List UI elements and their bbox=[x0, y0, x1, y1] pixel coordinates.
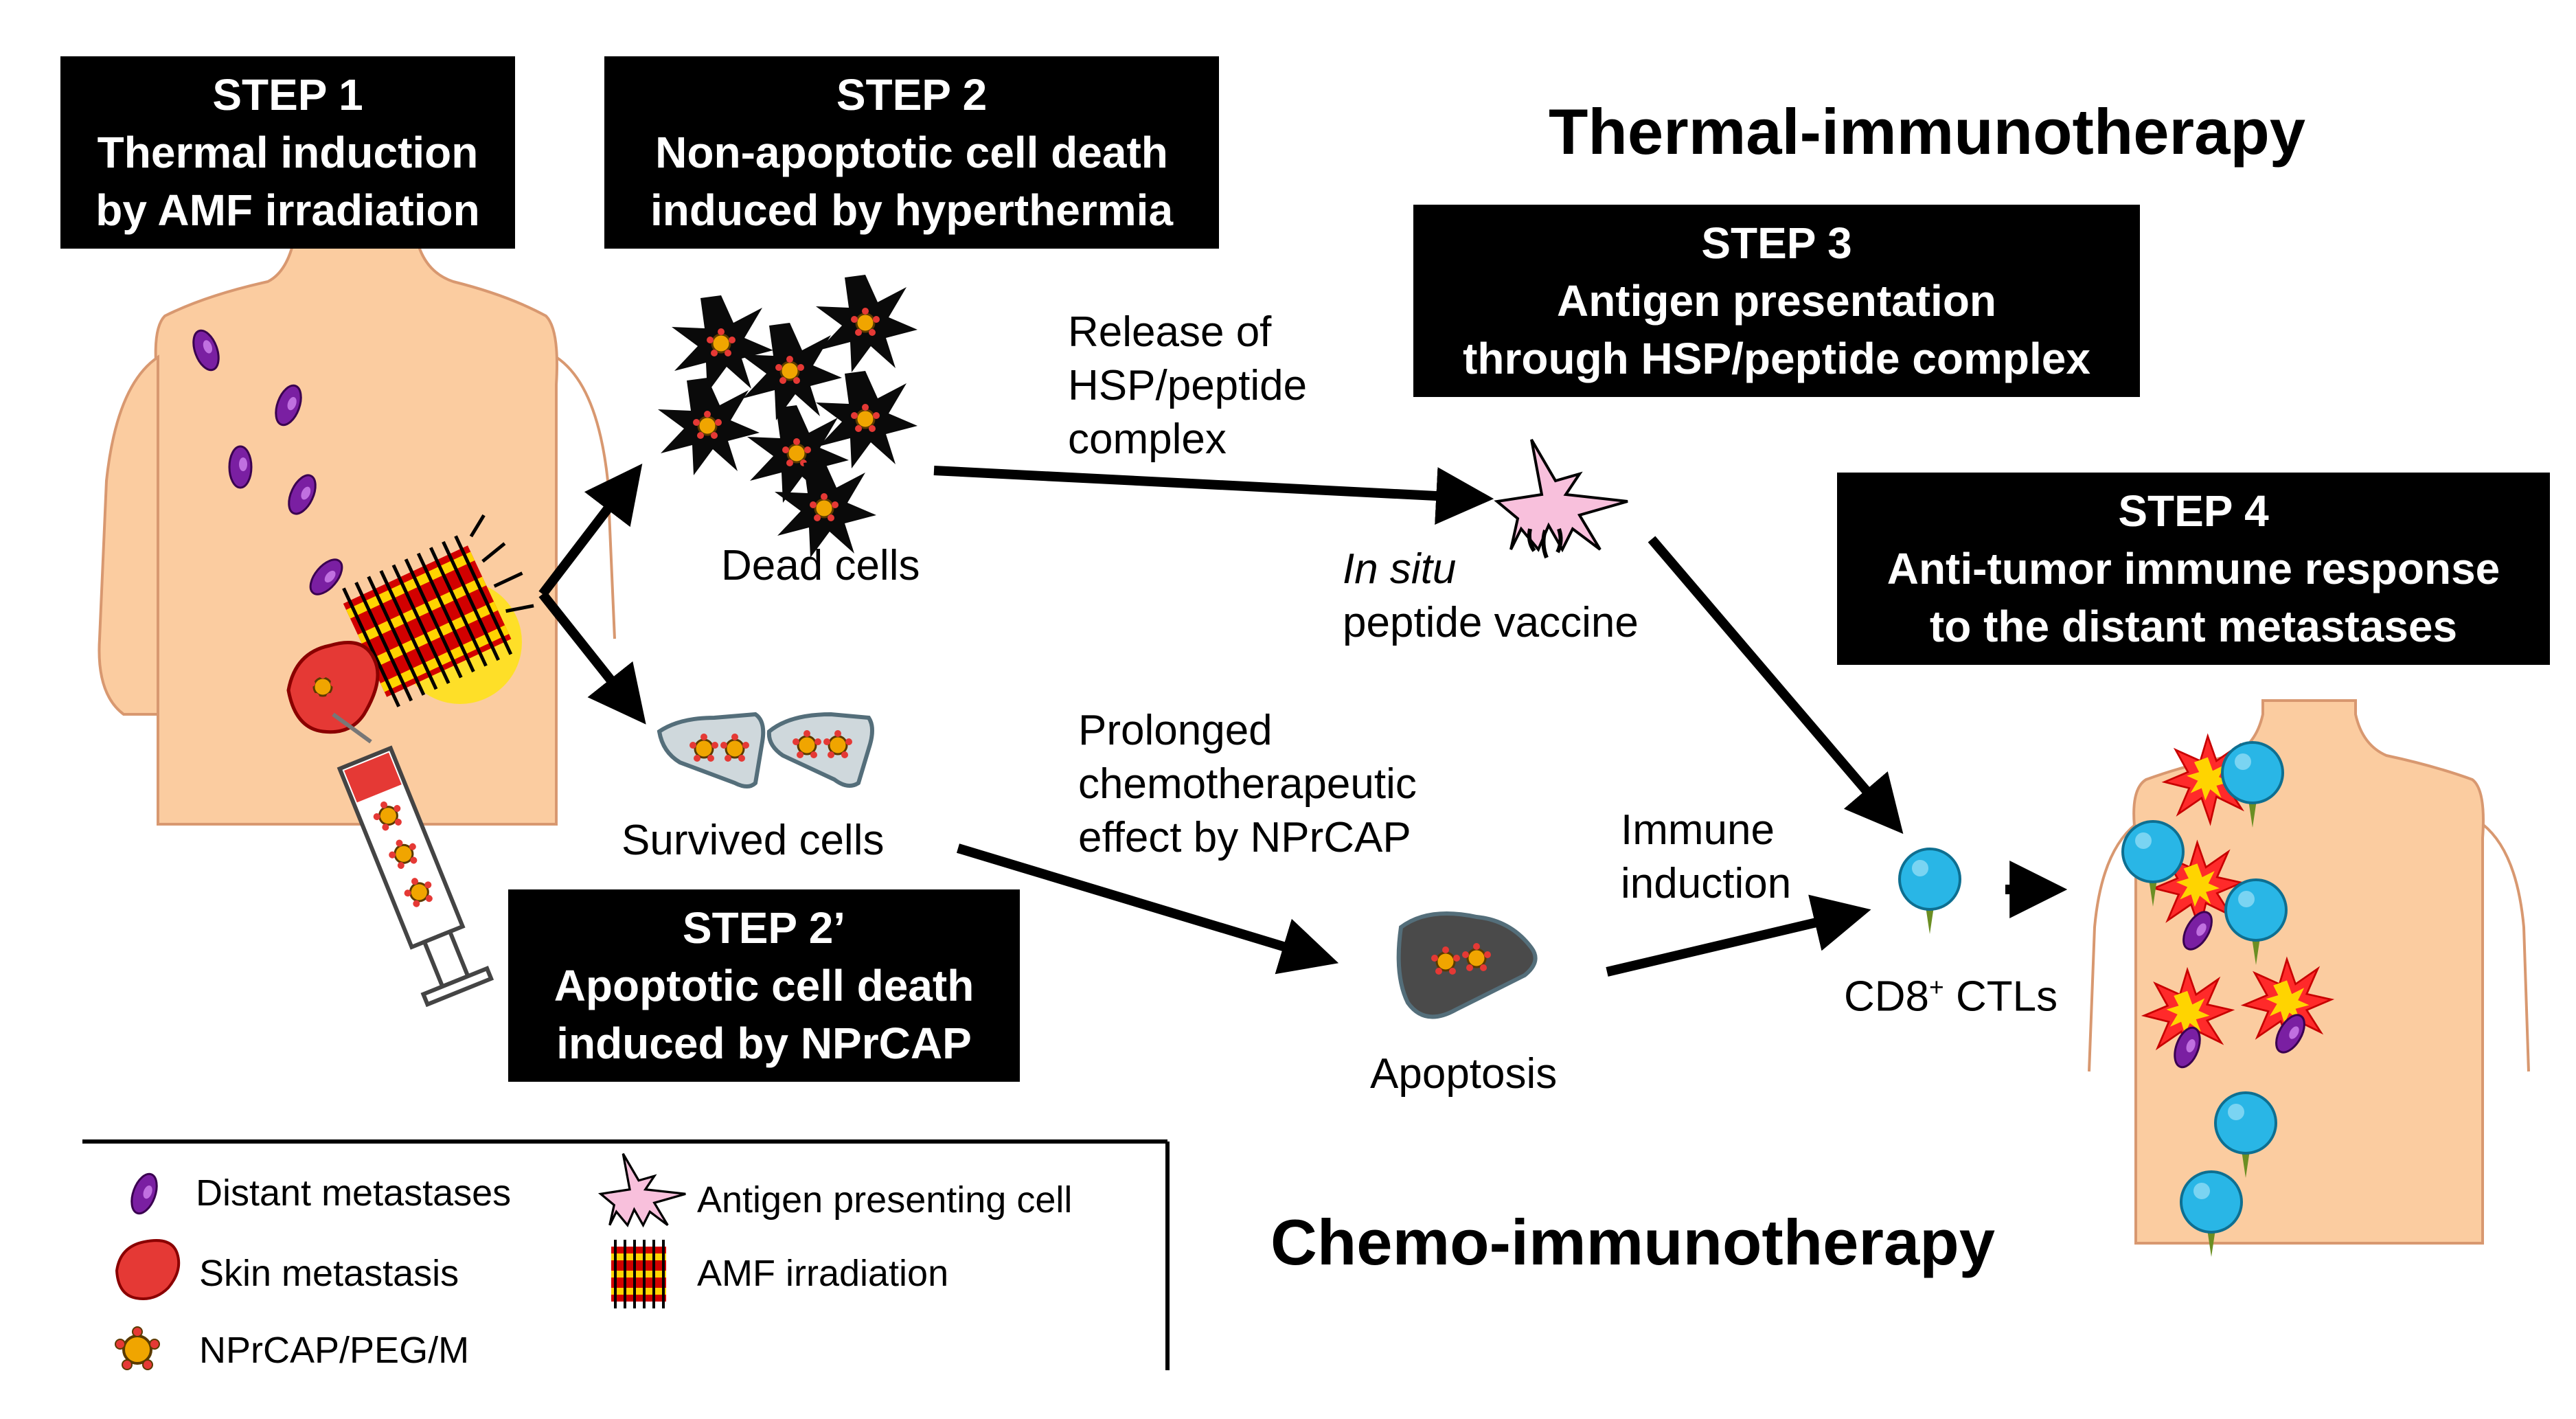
insitu-italic: In situ bbox=[1343, 545, 1457, 593]
legend-apc-label: Antigen presenting cell bbox=[697, 1179, 1073, 1221]
cd8-sup: + bbox=[1929, 973, 1944, 1001]
treated-body-icon bbox=[2088, 699, 2530, 1245]
step1-box: STEP 1 Thermal induction by AMF irradiat… bbox=[60, 56, 515, 249]
prolonged-line1: Prolonged bbox=[1078, 707, 1273, 754]
prolonged-label: Prolonged chemotherapeutic effect by NPr… bbox=[1078, 704, 1417, 865]
immune-line2: induction bbox=[1621, 860, 1792, 907]
step2prime-title: STEP 2’ bbox=[682, 903, 846, 953]
step2prime-line1: Apoptotic cell death bbox=[554, 961, 974, 1010]
step1-line2: by AMF irradiation bbox=[95, 185, 480, 235]
dead-cells-icon bbox=[658, 275, 917, 558]
fork-arrows bbox=[538, 463, 646, 725]
release-line3: complex bbox=[1068, 416, 1227, 463]
cd8-prefix: CD8 bbox=[1844, 973, 1930, 1021]
thermal-immunotherapy-heading: Thermal-immunotherapy bbox=[1549, 95, 2306, 168]
step2-box: STEP 2 Non-apoptotic cell death induced … bbox=[604, 56, 1219, 249]
step4-box: STEP 4 Anti-tumor immune response to the… bbox=[1837, 473, 2550, 665]
step2prime-box: STEP 2’ Apoptotic cell death induced by … bbox=[508, 889, 1020, 1082]
step1-title: STEP 1 bbox=[212, 70, 363, 120]
immune-induction-label: Immune induction bbox=[1621, 804, 1791, 911]
legend-nprcap-label: NPrCAP/PEG/M bbox=[199, 1330, 470, 1371]
dead-cells-label: Dead cells bbox=[721, 542, 920, 589]
prolonged-line3: effect by NPrCAP bbox=[1078, 814, 1411, 861]
step4-line2: to the distant metastases bbox=[1929, 602, 2458, 651]
step3-box: STEP 3 Antigen presentation through HSP/… bbox=[1413, 205, 2140, 397]
antigen-presenting-cell-icon bbox=[1494, 438, 1628, 559]
legend-icons bbox=[114, 1153, 686, 1371]
release-line2: HSP/peptide bbox=[1068, 362, 1308, 409]
legend-frame bbox=[82, 1139, 1170, 1370]
immune-line1: Immune bbox=[1621, 806, 1775, 854]
step4-title: STEP 4 bbox=[2118, 486, 2269, 536]
step2-line2: induced by hyperthermia bbox=[650, 185, 1174, 235]
insitu-label: In situ peptide vaccine bbox=[1343, 543, 1639, 650]
legend-skin-label: Skin metastasis bbox=[199, 1253, 459, 1294]
middle-arrows bbox=[933, 466, 2068, 977]
step2-line1: Non-apoptotic cell death bbox=[655, 128, 1168, 177]
cd8-suffix: CTLs bbox=[1944, 973, 2058, 1021]
step2-title: STEP 2 bbox=[836, 70, 988, 120]
prolonged-line2: chemotherapeutic bbox=[1078, 760, 1417, 808]
cd8-ctl-icon bbox=[1898, 848, 1961, 935]
step1-line1: Thermal induction bbox=[97, 128, 479, 177]
skin-metastasis-icon bbox=[286, 641, 380, 734]
cd8-ctls-label: CD8+ CTLs bbox=[1844, 960, 2058, 1024]
amf-irradiation-icon bbox=[342, 514, 534, 707]
syringe-icon bbox=[332, 712, 494, 1008]
release-line1: Release of bbox=[1068, 308, 1272, 356]
legend-amf-label: AMF irradiation bbox=[697, 1253, 949, 1294]
apoptotic-cell-icon bbox=[1396, 911, 1538, 1019]
step2prime-line2: induced by NPrCAP bbox=[556, 1019, 972, 1068]
step3-line1: Antigen presentation bbox=[1556, 276, 1997, 326]
insitu-line2: peptide vaccine bbox=[1343, 599, 1639, 646]
apoptosis-label: Apoptosis bbox=[1370, 1050, 1558, 1098]
survived-cells-label: Survived cells bbox=[622, 817, 885, 864]
step4-line1: Anti-tumor immune response bbox=[1887, 544, 2500, 593]
step3-line2: through HSP/peptide complex bbox=[1463, 334, 2090, 383]
release-label: Release of HSP/peptide complex bbox=[1068, 306, 1307, 466]
chemo-immunotherapy-heading: Chemo-immunotherapy bbox=[1270, 1206, 1995, 1278]
step3-title: STEP 3 bbox=[1701, 218, 1852, 268]
survived-cells-icon bbox=[657, 712, 874, 788]
legend-distant-label: Distant metastases bbox=[196, 1172, 512, 1214]
